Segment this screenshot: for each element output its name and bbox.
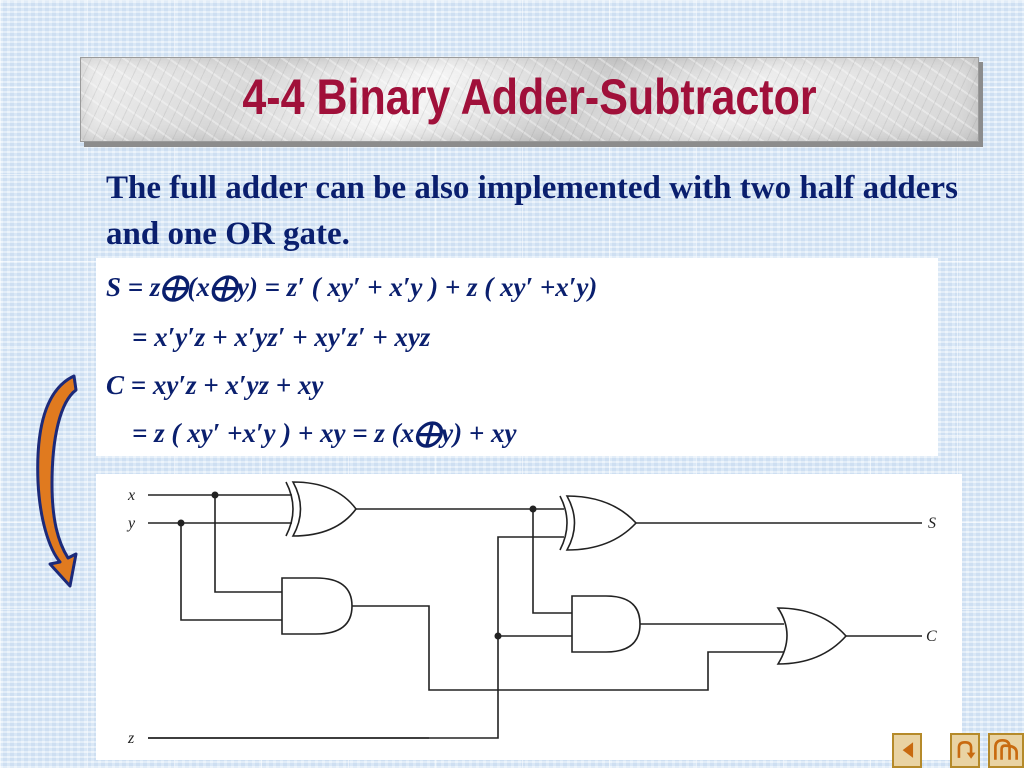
nav-return-button[interactable]	[950, 733, 980, 768]
label-input-x: x	[127, 487, 135, 504]
wire-x-and1	[214, 495, 282, 593]
label-output-s: S	[928, 515, 936, 532]
equations-box: S = z⨁(x⨁y) = z′ ( xy′ + x′y ) + z ( xy′…	[96, 258, 938, 456]
equation-carry-factored: = z ( xy′ +x′y ) + xy = z (x⨁y) + xy	[132, 418, 517, 448]
or-gate	[776, 607, 848, 665]
equation-sum: S = z⨁(x⨁y) = z′ ( xy′ + x′y ) + z ( xy′…	[106, 272, 598, 302]
xor1-gate	[291, 481, 357, 537]
wire-z	[148, 536, 564, 739]
equation-carry: C = xy′z + x′yz + xy	[106, 370, 324, 400]
junction-x	[211, 491, 219, 499]
label-output-c: C	[926, 628, 937, 645]
intro-text: The full adder can be also implemented w…	[106, 170, 958, 252]
wire-xor1-and2	[532, 509, 572, 614]
nav-prev-button[interactable]	[892, 733, 922, 768]
nav-return-icon	[957, 740, 976, 759]
circuit-diagram: x y z S C	[96, 474, 962, 760]
junction-z	[494, 632, 502, 640]
equation-sum-expanded: = x′y′z + x′yz′ + xy′z′ + xyz	[132, 322, 431, 352]
nav-home-icon	[994, 738, 1018, 760]
title-banner: 4-4 Binary Adder-Subtractor	[80, 57, 979, 142]
wire-and1-or	[352, 605, 784, 691]
nav-home-button[interactable]	[988, 733, 1024, 768]
curved-arrow-icon	[36, 374, 78, 588]
junction-xor1-out	[529, 505, 537, 513]
and2-gate	[571, 595, 641, 653]
label-input-z: z	[127, 730, 135, 747]
and1-gate	[281, 577, 353, 635]
xor2-gate	[565, 495, 638, 551]
nav-prev-icon	[902, 742, 914, 758]
xor2-back	[559, 495, 568, 551]
slide-title: 4-4 Binary Adder-Subtractor	[242, 69, 817, 125]
junction-y	[177, 519, 185, 527]
label-input-y: y	[126, 515, 136, 532]
circuit-svg: x y z S C	[126, 481, 937, 747]
xor1-back	[285, 481, 294, 537]
wire-y-and1	[180, 523, 282, 621]
